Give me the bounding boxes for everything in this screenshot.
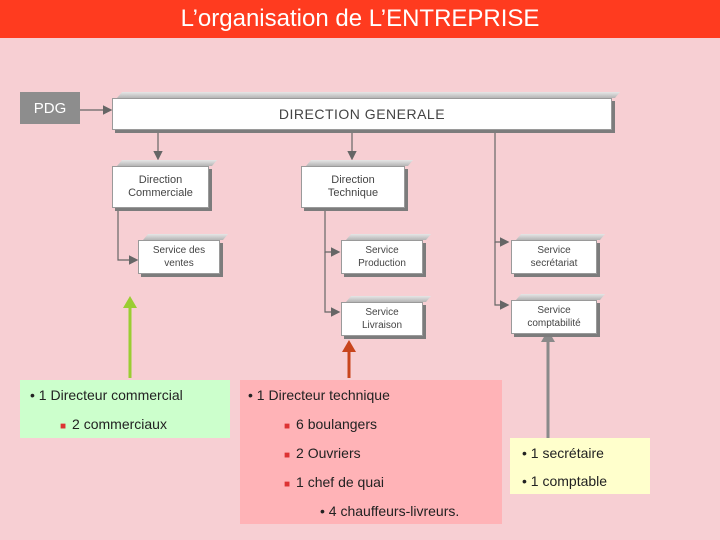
bullet-square-icon: ■ [60,421,67,432]
connector-commerciale-ventes [117,208,139,265]
box-service-ventes: Service des ventes [138,240,220,274]
connector-admin-compta [494,242,510,310]
arrow-red-head [342,340,356,352]
commercial-line2: 2 commerciaux [72,416,167,432]
pdg-label: PDG [20,92,80,124]
box-service-production: Service Production [341,240,423,274]
box-service-comptabilite-line1: Service [537,305,571,316]
box-service-livraison-line2: Livraison [361,320,403,331]
box-service-production-line1: Service [365,245,399,256]
technique-line2: 6 boulangers [296,416,377,432]
bullet-square-icon: ■ [284,450,291,461]
slide-title: L’organisation de L’ENTREPRISE [0,0,720,38]
arrow-gray-head [541,330,555,342]
box-direction-commerciale-line1: Direction [138,174,183,186]
box-service-production-line2: Production [358,258,406,269]
commercial-line1: • 1 Directeur commercial [30,387,183,403]
commercial-line2-row: ■ 2 commerciaux [60,416,167,432]
technique-line3-row: ■ 2 Ouvriers [284,445,361,461]
box-service-livraison: Service Livraison [341,302,423,336]
box-direction-commerciale: Direction Commerciale [112,166,209,208]
technique-line1: • 1 Directeur technique [248,387,390,403]
panel-admin: • 1 secrétaire • 1 comptable [510,438,650,494]
bullet-square-icon: ■ [284,479,291,490]
panel-technique: • 1 Directeur technique ■ 6 boulangers ■ 2… [240,380,502,524]
technique-line4: 1 chef de quai [296,474,385,490]
box-service-ventes-line1: Service des [152,245,206,256]
admin-line1: • 1 secrétaire [522,445,604,461]
arrow-green-head [123,296,137,308]
box-service-secretariat-line2: secrétariat [530,258,578,269]
box-service-secretariat-line1: Service [537,245,571,256]
technique-line4-row: ■ 1 chef de quai [284,474,384,490]
box-service-comptabilite: Service comptabilité [511,300,597,334]
box-direction-generale-label: DIRECTION GENERALE [278,105,446,122]
admin-line2: • 1 comptable [522,473,608,489]
connector-dg-admin [494,128,510,247]
box-direction-commerciale-line2: Commerciale [128,187,193,199]
box-service-comptabilite-line2: comptabilité [527,318,581,329]
box-service-ventes-line2: ventes [164,258,194,269]
bullet-square-icon: ■ [284,421,291,432]
connector-technique-livraison [324,252,341,317]
technique-line2-row: ■ 6 boulangers [284,416,377,432]
box-service-secretariat: Service secrétariat [511,240,597,274]
technique-line3: 2 Ouvriers [296,445,361,461]
box-direction-generale: DIRECTION GENERALE [112,98,612,130]
box-service-livraison-line1: Service [365,307,399,318]
technique-line5: • 4 chauffeurs-livreurs. [320,503,460,519]
connector-technique-production [324,208,341,257]
box-direction-technique-line1: Direction [331,174,375,186]
box-direction-technique-line2: Technique [327,187,379,199]
box-direction-technique: Direction Technique [301,166,405,208]
panel-commercial: • 1 Directeur commercial ■ 2 commerciaux [20,380,230,438]
